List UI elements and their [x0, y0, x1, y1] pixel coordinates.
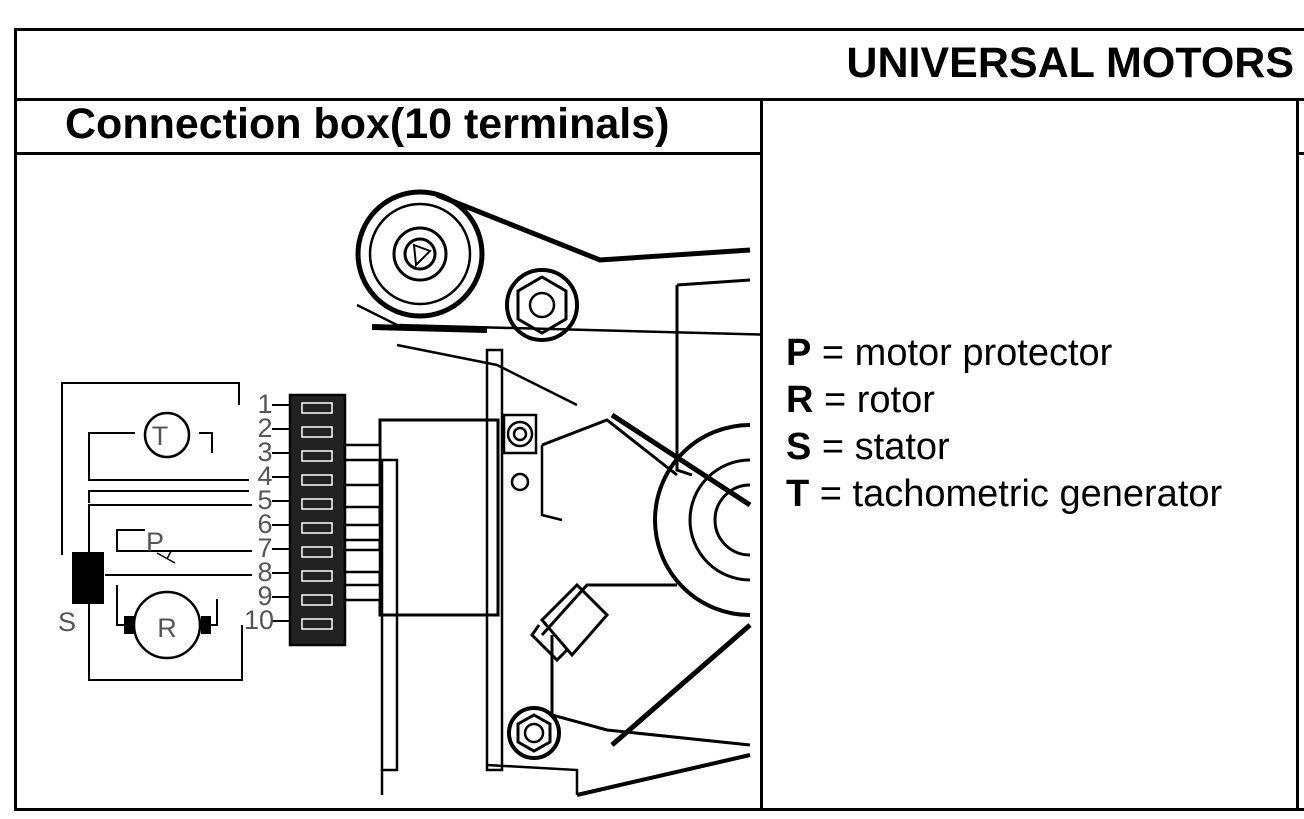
- terminal-number: 6: [257, 509, 272, 539]
- terminal-number: 1: [257, 389, 272, 419]
- terminal-number: 4: [257, 461, 272, 491]
- page-title: UNIVERSAL MOTORS: [846, 39, 1294, 87]
- legend-item: P = motor protector: [786, 330, 1222, 377]
- legend-item: T = tachometric generator: [786, 471, 1222, 518]
- connection-box-column: Connection box(10 terminals): [14, 98, 763, 811]
- legend-separator: =: [811, 332, 855, 374]
- column-divider-tick: [1296, 152, 1304, 155]
- tachometer-label: T: [152, 421, 169, 451]
- legend-separator: =: [811, 426, 855, 468]
- connection-box-title: Connection box(10 terminals): [65, 100, 670, 148]
- motor-housing-drawing: [355, 189, 760, 797]
- motor-wiring-diagram: T R P S 1 2 3 4 5 6 7 8 9 10: [58, 189, 760, 797]
- stator-label: S: [58, 607, 76, 637]
- title-row: UNIVERSAL MOTORS: [14, 28, 1304, 101]
- legend-text: tachometric generator: [852, 473, 1223, 515]
- terminal-number: 8: [257, 557, 272, 587]
- terminal-number: 5: [257, 485, 272, 515]
- terminal-number: 2: [257, 413, 272, 443]
- legend-key: R: [786, 379, 814, 421]
- legend-text: rotor: [856, 379, 935, 421]
- rotor-label: R: [157, 613, 177, 643]
- terminal-number: 7: [257, 533, 272, 563]
- column-divider: [1296, 98, 1299, 811]
- protector-label: P: [146, 527, 164, 557]
- wiring-schematic: [61, 382, 290, 681]
- legend-item: S = stator: [786, 424, 1222, 471]
- legend-column: P = motor protector R = rotor S = stator…: [760, 98, 1304, 811]
- legend: P = motor protector R = rotor S = stator…: [786, 330, 1222, 518]
- legend-separator: =: [809, 473, 853, 515]
- legend-key: P: [786, 332, 812, 374]
- terminal-strip: [288, 393, 382, 647]
- legend-item: R = rotor: [786, 377, 1222, 424]
- terminal-number: 9: [257, 581, 272, 611]
- terminal-number: 10: [244, 605, 274, 635]
- terminal-number: 3: [257, 437, 272, 467]
- legend-separator: =: [813, 379, 857, 421]
- legend-key: T: [786, 473, 810, 515]
- legend-key: S: [786, 426, 812, 468]
- legend-text: motor protector: [854, 332, 1113, 374]
- connection-box-header: Connection box(10 terminals): [17, 98, 760, 155]
- legend-text: stator: [854, 426, 950, 468]
